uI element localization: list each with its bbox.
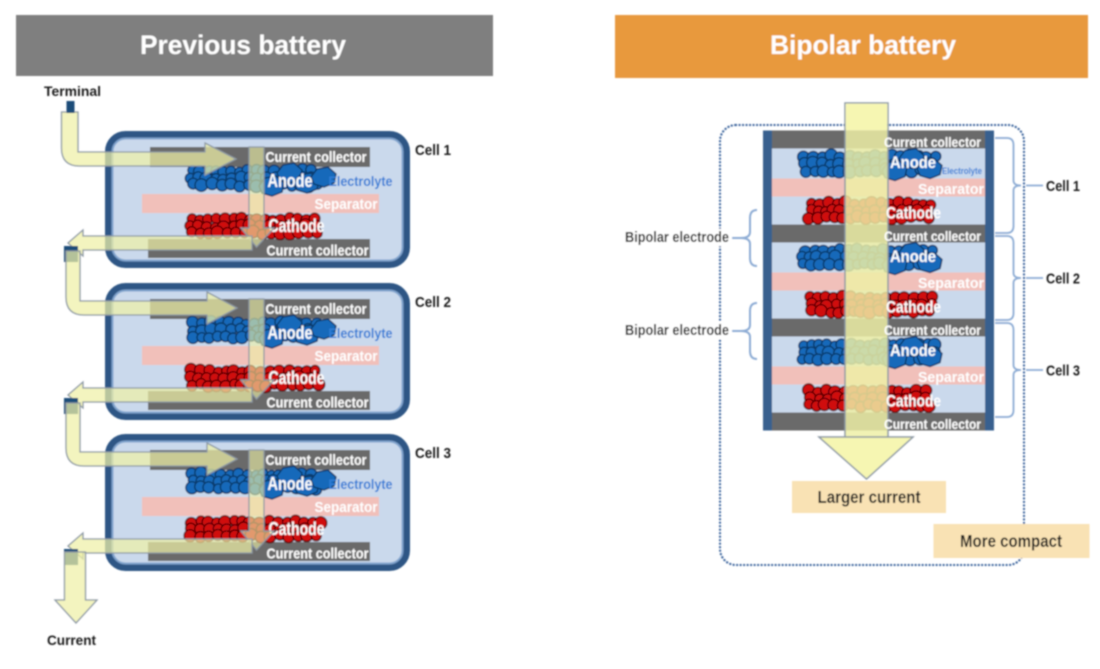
svg-text:Cell 1: Cell 1: [1046, 178, 1080, 195]
svg-text:Cathode: Cathode: [269, 368, 325, 388]
svg-text:Previous battery: Previous battery: [140, 30, 346, 60]
svg-text:Separator: Separator: [315, 348, 378, 365]
svg-text:More compact: More compact: [960, 531, 1062, 551]
svg-text:Anode: Anode: [268, 171, 313, 191]
svg-text:Current collector: Current collector: [884, 135, 982, 150]
svg-text:Anode: Anode: [890, 153, 936, 172]
svg-text:Current collector: Current collector: [884, 229, 982, 244]
svg-text:Electrolyte: Electrolyte: [942, 166, 982, 176]
svg-text:Current collector: Current collector: [884, 323, 982, 338]
svg-text:Cathode: Cathode: [886, 298, 941, 317]
svg-text:Current collector: Current collector: [266, 149, 367, 166]
svg-text:Cell 3: Cell 3: [1046, 363, 1080, 380]
svg-text:Bipolar electrode: Bipolar electrode: [625, 323, 729, 339]
svg-text:Current collector: Current collector: [267, 546, 369, 563]
svg-text:Current collector: Current collector: [266, 452, 367, 469]
svg-text:Anode: Anode: [268, 474, 313, 494]
svg-text:Cathode: Cathode: [269, 216, 325, 236]
svg-text:Separator: Separator: [918, 275, 984, 292]
svg-text:Anode: Anode: [890, 341, 936, 360]
svg-text:Larger current: Larger current: [818, 487, 921, 507]
svg-text:Current collector: Current collector: [266, 301, 367, 318]
svg-text:Bipolar battery: Bipolar battery: [770, 30, 956, 60]
svg-text:Terminal: Terminal: [44, 83, 101, 99]
svg-text:Cathode: Cathode: [886, 204, 941, 223]
svg-text:Electrolyte: Electrolyte: [329, 173, 393, 189]
svg-text:Cell 3: Cell 3: [415, 445, 451, 462]
svg-text:Separator: Separator: [918, 369, 984, 386]
svg-text:Electrolyte: Electrolyte: [329, 325, 393, 341]
svg-text:Separator: Separator: [918, 181, 984, 198]
svg-text:Current collector: Current collector: [884, 417, 982, 432]
svg-text:Cell 2: Cell 2: [415, 294, 451, 311]
svg-text:Cathode: Cathode: [886, 392, 941, 411]
svg-text:Bipolar electrode: Bipolar electrode: [625, 230, 729, 246]
svg-text:Cell 1: Cell 1: [415, 142, 451, 159]
svg-text:Separator: Separator: [315, 196, 378, 213]
svg-text:Current collector: Current collector: [267, 395, 369, 412]
svg-text:Current: Current: [47, 632, 96, 648]
svg-text:Separator: Separator: [315, 499, 378, 516]
svg-text:Cathode: Cathode: [269, 519, 325, 539]
svg-text:Anode: Anode: [890, 247, 936, 266]
svg-text:Anode: Anode: [268, 323, 313, 343]
svg-text:Cell 2: Cell 2: [1046, 271, 1080, 288]
svg-text:Current collector: Current collector: [267, 243, 369, 260]
svg-text:Electrolyte: Electrolyte: [329, 476, 393, 492]
